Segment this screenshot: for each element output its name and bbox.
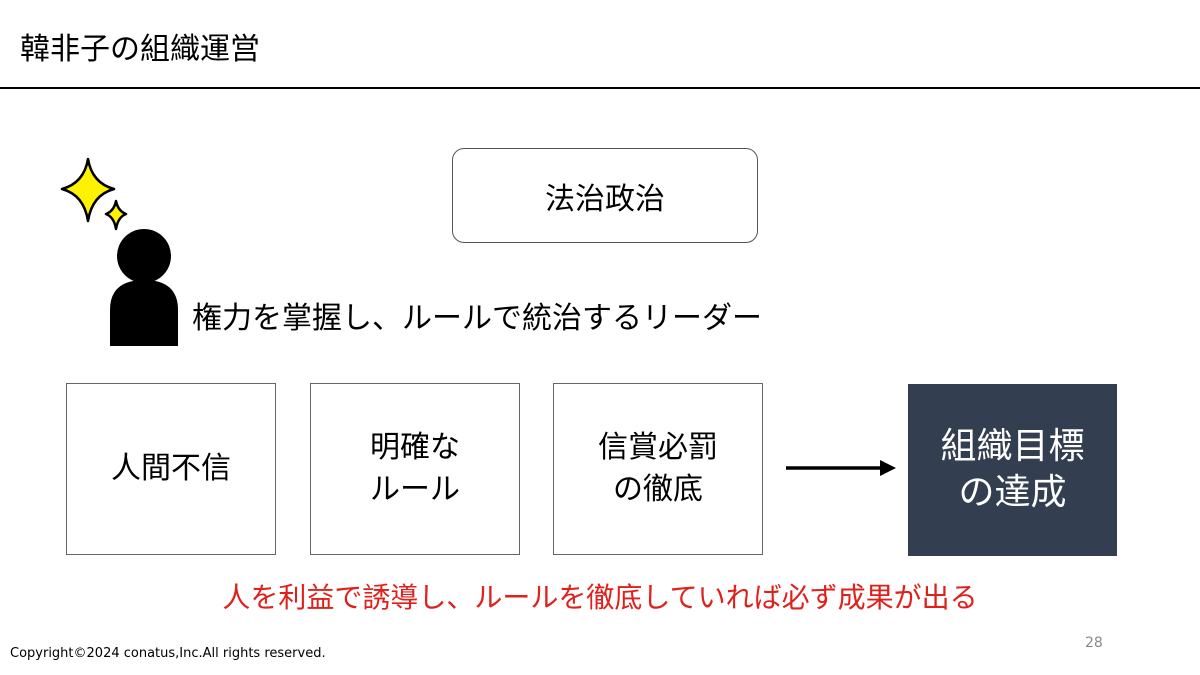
flow-step-label: 人間不信 [111, 451, 231, 486]
copyright-notice: Copyright©2024 conatus,Inc.All rights re… [10, 646, 326, 661]
flow-step-reward-punishment: 信賞必罰 の徹底 [553, 383, 763, 555]
flow-step-label: 明確な ルール [370, 430, 460, 507]
flow-step-distrust: 人間不信 [66, 383, 276, 555]
page-number: 28 [1085, 635, 1103, 651]
goal-label: 組織目標 の達成 [940, 426, 1085, 513]
title-underline [0, 87, 1200, 89]
person-silhouette-icon [110, 229, 178, 346]
conclusion-text: 人を利益で誘導し、ルールを徹底していれば必ず成果が出る [222, 581, 978, 614]
concept-label: 法治政治 [545, 181, 665, 217]
arrow-right-icon [786, 460, 896, 476]
concept-box: 法治政治 [452, 148, 758, 243]
flow-step-label: 信賞必罰 の徹底 [598, 430, 718, 507]
slide-title: 韓非子の組織運営 [20, 32, 260, 67]
sparkle-icon [60, 157, 128, 231]
goal-box: 組織目標 の達成 [908, 384, 1117, 556]
flow-step-clear-rules: 明確な ルール [310, 383, 520, 555]
leader-description: 権力を掌握し、ルールで統治するリーダー [192, 301, 762, 336]
